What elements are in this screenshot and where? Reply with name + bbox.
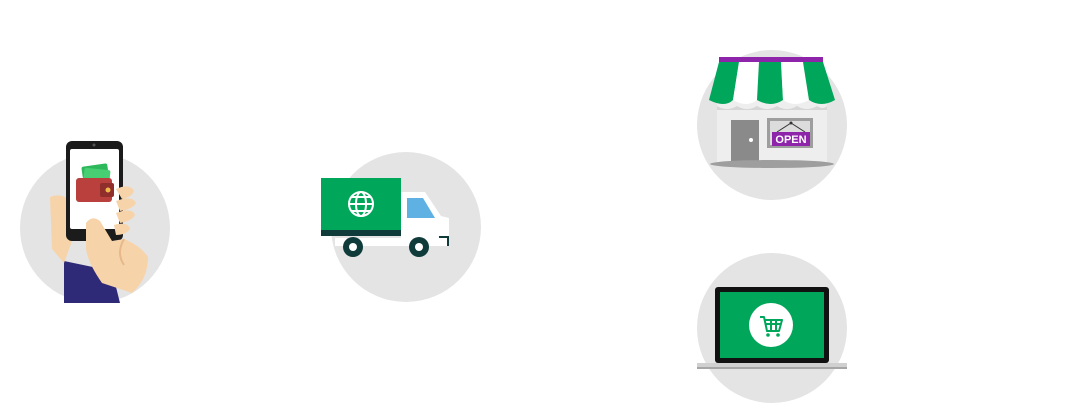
- finger-1: [116, 186, 134, 199]
- finger-2: [116, 198, 136, 211]
- storefront-icon: OPEN: [697, 50, 847, 200]
- truck-cargo-stripe: [321, 230, 401, 236]
- cart-wheel: [776, 333, 780, 337]
- store-door: [731, 120, 759, 162]
- shopping-cart-icon: [760, 316, 783, 332]
- delivery-truck-node: [321, 152, 481, 302]
- finger-4: [114, 223, 130, 235]
- cart-wheel: [766, 333, 770, 337]
- wheel-icon: [343, 237, 363, 257]
- online-shop-node: [697, 253, 847, 403]
- sign-nail: [789, 121, 793, 125]
- wheel-icon: [409, 237, 429, 257]
- door-knob: [749, 138, 753, 142]
- mobile-wallet-icon: [20, 141, 170, 303]
- laptop-base-shadow: [697, 367, 847, 369]
- open-sign: [772, 132, 810, 146]
- laptop-base: [697, 363, 847, 367]
- open-sign-text: OPEN: [775, 134, 806, 146]
- globe-icon: [348, 191, 374, 217]
- storefront-node: OPEN: [697, 50, 847, 200]
- delivery-truck-icon: [321, 152, 481, 302]
- palm-crease: [119, 238, 125, 266]
- awning-shape: [709, 62, 835, 104]
- truck-window: [407, 198, 435, 218]
- awning-bar: [719, 57, 823, 62]
- finger-3: [116, 210, 135, 223]
- laptop-cart-icon: [697, 253, 847, 403]
- mobile-wallet-node: [20, 141, 170, 303]
- wallet-clasp: [105, 187, 111, 193]
- thumb-palm-shape: [86, 218, 148, 293]
- truck-chassis: [335, 238, 447, 246]
- phone-camera: [92, 143, 96, 147]
- sign-string: [776, 122, 806, 133]
- awning-shadow: [717, 106, 827, 110]
- truck-cargo-box: [321, 178, 401, 236]
- store-floor-shadow: [710, 160, 834, 168]
